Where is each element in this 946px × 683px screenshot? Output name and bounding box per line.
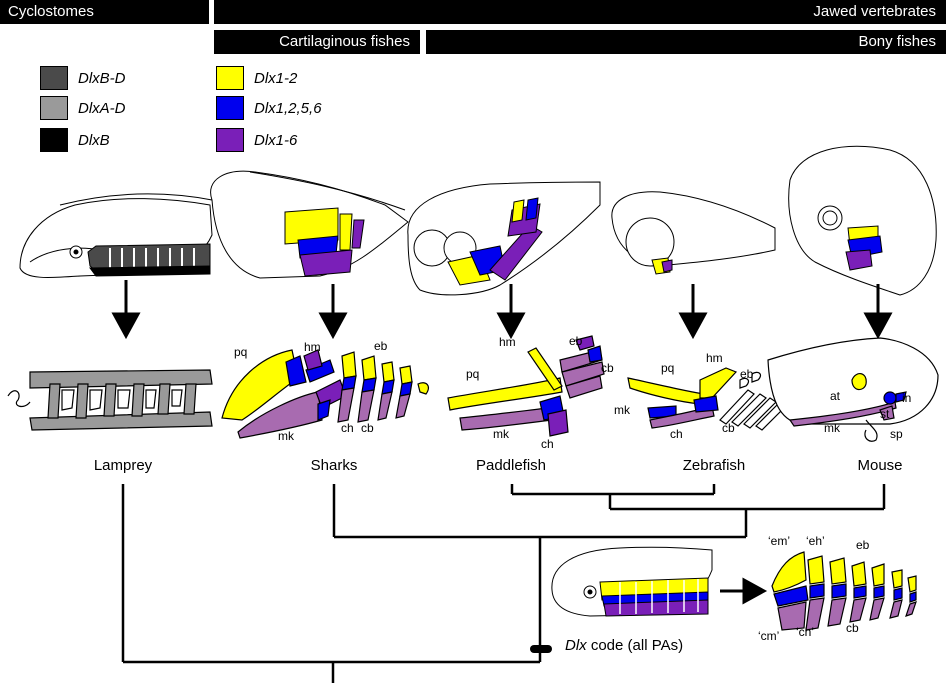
- ancestral-labels: ‘em’ ‘eh’ eb ‘cm’ ‘ch’ cb: [758, 534, 870, 643]
- label-mk-shark: mk: [278, 429, 295, 443]
- label-mk-mouse: mk: [824, 421, 841, 435]
- legend-label: DlxA-D: [78, 99, 126, 117]
- dlx-code-text: code (all PAs): [586, 637, 684, 654]
- label-hm-zebra: hm: [706, 351, 723, 365]
- mouse-skeleton: [767, 337, 939, 442]
- legend-label: DlxB: [78, 131, 110, 149]
- legend-swatch: [216, 96, 244, 120]
- label-mk-zebra: mk: [614, 403, 631, 417]
- lamprey-embryo: [19, 193, 213, 278]
- label-mk-paddle: mk: [493, 427, 510, 441]
- header-cyclostomes: Cyclostomes: [0, 0, 209, 24]
- legend-label: Dlx1-6: [254, 131, 298, 149]
- label-eh: ‘eh’: [806, 534, 825, 548]
- development-arrows: [111, 280, 893, 340]
- legend-item-dlx1-2-5-6: Dlx1,2,5,6: [216, 96, 322, 120]
- legend-swatch: [216, 128, 244, 152]
- label-cb-shark: cb: [361, 421, 374, 435]
- paddlefish-skeleton: [447, 335, 605, 437]
- label-em: ‘em’: [768, 534, 790, 548]
- species-zebrafish: Zebrafish: [682, 457, 746, 474]
- legend-label: Dlx1-2: [254, 69, 298, 87]
- legend-swatch: [40, 66, 68, 90]
- ancestral-embryo: [551, 546, 713, 617]
- legend-item-dlxb: DlxB: [40, 128, 110, 152]
- label-pq-zebra: pq: [661, 361, 674, 375]
- label-hm-paddle: hm: [499, 335, 516, 349]
- species-lamprey: Lamprey: [93, 457, 153, 474]
- phylogeny-tree: [121, 484, 886, 683]
- label-cm: ‘cm’: [758, 629, 779, 643]
- label-in-mouse: in: [902, 391, 911, 405]
- legend-label: DlxB-D: [78, 69, 126, 87]
- header-bony-fishes: Bony fishes: [426, 30, 946, 54]
- label-eb-zebra: eb: [740, 367, 754, 381]
- label-ch-ancestral: ‘ch’: [796, 625, 814, 639]
- zebrafish-embryo: [611, 191, 776, 275]
- legend-swatch: [40, 96, 68, 120]
- label-sp-mouse: sp: [890, 427, 903, 441]
- legend-item-dlx1-6: Dlx1-6: [216, 128, 297, 152]
- species-sharks: Sharks: [310, 457, 358, 474]
- label-ch-zebra: ch: [670, 427, 683, 441]
- dlx-gene-name: Dlx: [565, 637, 587, 654]
- label-pq-shark: pq: [234, 345, 247, 359]
- legend-item-dlxb-d: DlxB-D: [40, 66, 126, 90]
- label-at-mouse: at: [830, 389, 841, 403]
- lamprey-skeleton: [7, 369, 213, 431]
- legend-item-dlx1-2: Dlx1-2: [216, 66, 297, 90]
- skeleton-labels: pq hm eb mk ch cb hm eb pq cb mk ch pq h…: [234, 334, 911, 451]
- label-cb-paddle: cb: [601, 361, 614, 375]
- paddlefish-embryo: [407, 181, 601, 296]
- dlx-code-label: Dlx code (all PAs): [565, 637, 683, 654]
- mouse-embryo: [788, 145, 937, 296]
- label-ch-paddle: ch: [541, 437, 554, 451]
- label-ch-shark: ch: [341, 421, 354, 435]
- label-hm-shark: hm: [304, 340, 321, 354]
- label-eb-shark: eb: [374, 339, 388, 353]
- label-cb-ancestral: cb: [846, 621, 859, 635]
- legend-item-dlxa-d: DlxA-D: [40, 96, 126, 120]
- shark-skeleton: [221, 349, 430, 439]
- dlx-code-marker: [530, 645, 552, 653]
- label-eb-ancestral: eb: [856, 538, 870, 552]
- label-eb-paddle: eb: [569, 334, 583, 348]
- species-mouse: Mouse: [857, 457, 903, 474]
- legend-swatch: [40, 128, 68, 152]
- label-pq-paddle: pq: [466, 367, 479, 381]
- header-jawed-vertebrates: Jawed vertebrates: [214, 0, 946, 24]
- legend-label: Dlx1,2,5,6: [254, 99, 322, 117]
- species-paddlefish: Paddlefish: [475, 457, 547, 474]
- label-cb-zebra: cb: [722, 421, 735, 435]
- legend-swatch: [216, 66, 244, 90]
- ancestral-skeleton: [771, 551, 917, 631]
- ancestral-arrow: [720, 577, 768, 605]
- zebrafish-skeleton: [627, 367, 787, 431]
- label-st-mouse: st: [880, 407, 890, 421]
- header-cartilaginous-fishes: Cartilaginous fishes: [214, 30, 420, 54]
- shark-embryo: [210, 170, 409, 279]
